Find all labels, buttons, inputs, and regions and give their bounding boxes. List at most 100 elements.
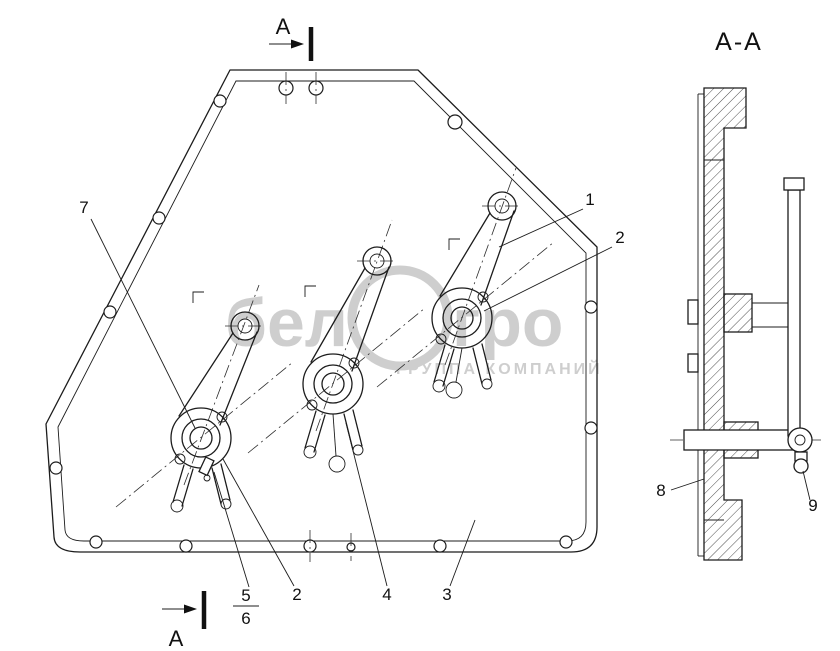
bolt-hole bbox=[447, 114, 463, 130]
lever-eye-inner bbox=[369, 253, 385, 269]
shaft-end-bore bbox=[794, 434, 806, 446]
lever-assembly-upper-right bbox=[376, 167, 555, 399]
fork-leg-edge bbox=[181, 468, 194, 507]
stud bbox=[687, 299, 699, 325]
fork-leg-edge bbox=[433, 344, 446, 383]
link-rod bbox=[455, 347, 463, 383]
boss-ear bbox=[216, 411, 228, 423]
bolt-hole bbox=[559, 535, 573, 549]
section-view: A-A bbox=[670, 28, 824, 561]
cover-outer-outline bbox=[45, 69, 598, 553]
retainer-bolt bbox=[793, 458, 809, 474]
lever-arm-edge bbox=[178, 332, 234, 417]
boss-ear bbox=[306, 399, 318, 411]
lever-arm-edge bbox=[480, 210, 515, 306]
section-letter-bottom: A bbox=[169, 626, 184, 651]
fork-leg-edge bbox=[211, 467, 222, 505]
callout-numbers: 7 1 2 5 6 2 4 3 8 9 bbox=[79, 190, 817, 628]
corner-mark-icon bbox=[192, 291, 204, 303]
lever-eye-outer bbox=[230, 311, 260, 341]
callout-2-right: 2 bbox=[615, 228, 624, 247]
leader-line-5-6 bbox=[213, 471, 250, 588]
fork-leg-end bbox=[303, 445, 317, 459]
fork-leg-edge bbox=[352, 409, 363, 447]
centerline bbox=[376, 241, 555, 388]
fork-leg-end bbox=[170, 499, 184, 513]
callout-4: 4 bbox=[382, 585, 391, 604]
link-ball bbox=[328, 455, 346, 473]
lever-assembly-middle bbox=[247, 219, 426, 473]
section-cut-bottom: A bbox=[162, 591, 207, 651]
lever-eye-outer bbox=[362, 246, 392, 276]
bolt-hole bbox=[49, 461, 63, 475]
watermark-text-right: гро bbox=[452, 285, 563, 361]
lever-eye-outer bbox=[487, 191, 517, 221]
leader-line-3 bbox=[449, 519, 476, 587]
corner-mark-icon bbox=[304, 285, 316, 297]
centerline bbox=[247, 307, 426, 454]
fork-leg-edge bbox=[481, 343, 492, 381]
clamp-bolt-head bbox=[203, 474, 211, 482]
corner-mark-icon bbox=[448, 238, 460, 250]
fork-leg-edge bbox=[442, 348, 455, 387]
bolt-hole bbox=[103, 305, 117, 319]
callout-7: 7 bbox=[79, 198, 88, 217]
watermark-text-left: бел bbox=[225, 285, 348, 361]
section-arrowhead-icon bbox=[291, 39, 304, 49]
bolt-hole bbox=[584, 421, 598, 435]
section-letter-top: A bbox=[276, 14, 291, 39]
lever-arm-edge bbox=[219, 331, 258, 426]
fork-leg-end bbox=[432, 379, 446, 393]
boss-bore bbox=[181, 418, 221, 458]
section-arrowhead-icon bbox=[184, 604, 197, 614]
ball-end bbox=[189, 426, 213, 450]
boss-ear bbox=[174, 453, 186, 465]
callout-9: 9 bbox=[808, 496, 817, 515]
bolt-holes bbox=[49, 80, 598, 553]
callout-2-left: 2 bbox=[292, 585, 301, 604]
boss-cross-section bbox=[723, 293, 753, 333]
ball-end bbox=[321, 372, 345, 396]
lever-arm-edge bbox=[351, 266, 390, 372]
watermark-subtitle: ГРУППА КОМПАНИЙ bbox=[396, 359, 603, 378]
boss-bore bbox=[442, 298, 482, 338]
callout-1: 1 bbox=[585, 190, 594, 209]
bolt-hole bbox=[152, 211, 166, 225]
link-ball bbox=[445, 381, 463, 399]
fork-leg-end bbox=[481, 378, 493, 390]
callout-6: 6 bbox=[241, 609, 250, 628]
hole-centerline-ticks bbox=[285, 72, 352, 562]
lever-rod bbox=[787, 189, 801, 437]
centerline bbox=[315, 219, 393, 432]
lever-rod-cap bbox=[783, 177, 805, 191]
leader-line-2-left bbox=[222, 458, 295, 587]
lever-eye-inner bbox=[494, 198, 510, 214]
leader-line-8 bbox=[670, 478, 705, 491]
lever-arm-edge bbox=[310, 267, 366, 363]
shaft bbox=[683, 429, 801, 451]
main-view bbox=[45, 69, 598, 562]
fork-leg-end bbox=[220, 498, 232, 510]
ball-end bbox=[450, 306, 474, 330]
clamp-bolt bbox=[198, 456, 215, 477]
centerline bbox=[183, 284, 260, 486]
shaft-end bbox=[787, 427, 813, 453]
watermark-logo-circle-icon bbox=[347, 265, 453, 371]
fork-leg-edge bbox=[313, 414, 326, 453]
leader-line-2-right bbox=[483, 246, 613, 312]
link-rod bbox=[332, 413, 337, 457]
callout-5: 5 bbox=[241, 586, 250, 605]
leader-line-7 bbox=[90, 218, 196, 429]
centerline bbox=[115, 361, 294, 508]
section-view-title: A-A bbox=[715, 28, 763, 56]
bolt-hole bbox=[213, 94, 227, 108]
lever-arm-edge bbox=[439, 212, 491, 297]
bolt-hole bbox=[89, 535, 103, 549]
stud bbox=[687, 353, 699, 373]
lever-eye-inner bbox=[237, 318, 253, 334]
bolt-hole bbox=[433, 539, 447, 553]
leader-line-4 bbox=[345, 422, 388, 587]
fork-leg-edge bbox=[304, 410, 317, 449]
watermark: бел гро ГРУППА КОМПАНИЙ bbox=[225, 265, 603, 378]
